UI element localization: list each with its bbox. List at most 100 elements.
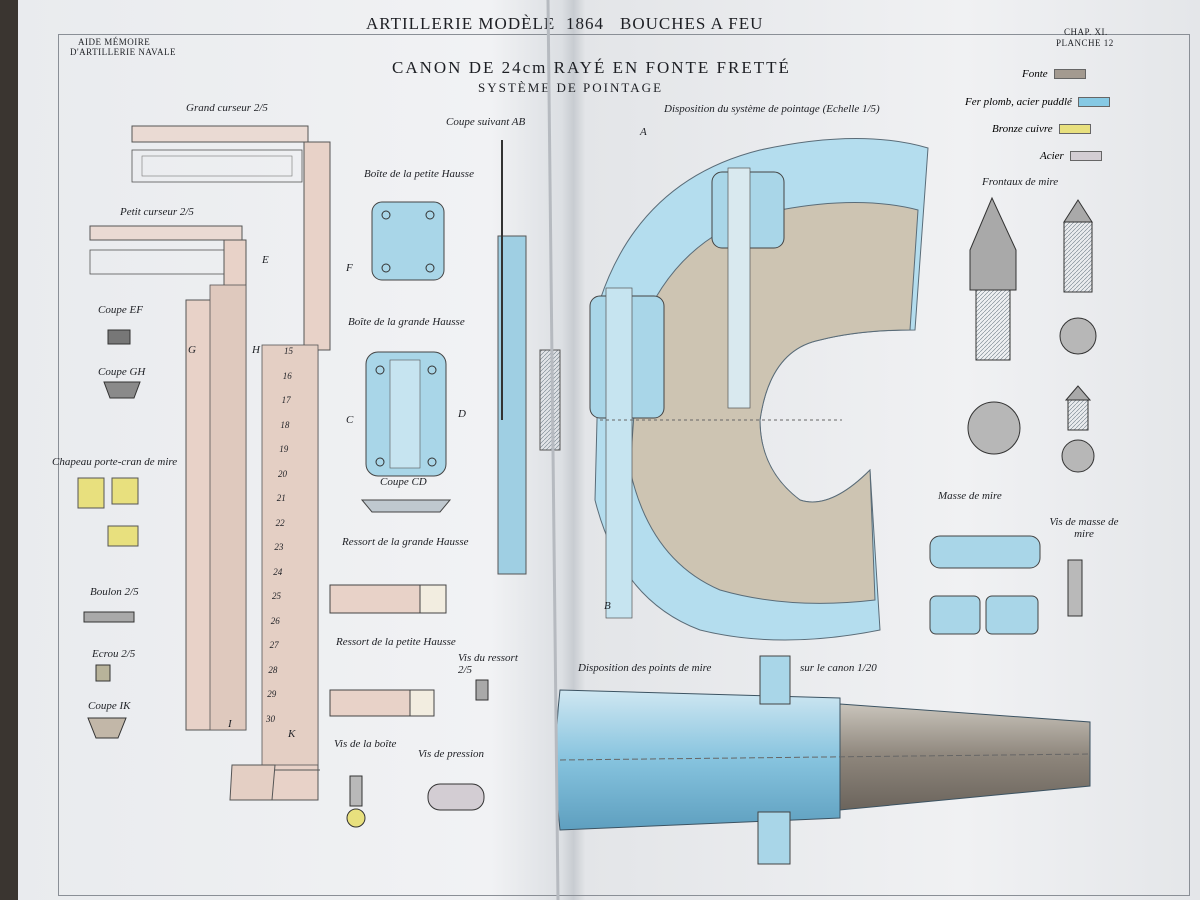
legend-acier: Acier: [1040, 150, 1102, 162]
label-coupe-ik: Coupe IK: [88, 700, 131, 712]
ecrou-part: [95, 664, 111, 682]
label-vis-boite: Vis de la boîte: [334, 738, 397, 750]
coupe-ab-drawing: [497, 140, 561, 575]
letter-f: F: [346, 262, 353, 274]
label-boulon: Boulon 2/5: [90, 586, 139, 598]
scale-number: 26: [270, 615, 280, 626]
scale-number: 25: [272, 591, 281, 601]
boulon-part: [83, 611, 135, 623]
drawing-title: CANON DE 24cm RAYÉ EN FONTE FRETTÉ: [392, 58, 791, 77]
scale-number: 20: [278, 468, 287, 479]
scale-number: 30: [266, 713, 275, 724]
scale-number: 18: [280, 419, 290, 430]
letter-g: G: [188, 344, 196, 356]
legend-fer: Fer plomb, acier puddlé: [965, 96, 1110, 108]
coupe-ef-section: [107, 329, 131, 345]
vis-masse-part: [1067, 559, 1083, 617]
scale-number: 16: [282, 370, 292, 381]
legend-swatch: [1058, 124, 1091, 134]
frontaux-drawing: [967, 196, 1097, 473]
label-coupe-cd: Coupe CD: [380, 476, 427, 488]
grand-curseur: [131, 125, 331, 801]
header-plate: PLANCHE 12: [1056, 38, 1114, 48]
binding-gutter: [546, 0, 560, 900]
label-petit-curseur: Petit curseur 2/5: [120, 206, 194, 218]
letter-i: I: [228, 718, 232, 730]
scale-number: 23: [274, 542, 284, 552]
legend-swatch: [1069, 151, 1102, 161]
label-chapeau: Chapeau porte-cran de mire: [52, 456, 178, 468]
scale-number: 15: [284, 346, 293, 356]
ressort-grande-end: [419, 584, 447, 614]
label-coupe-ef: Coupe EF: [98, 304, 143, 316]
boite-grande-hausse-drawing: [360, 351, 452, 513]
legend-label: Acier: [1040, 150, 1064, 162]
chapeau-part: [77, 477, 105, 509]
label-coupe-gh: Coupe GH: [98, 366, 146, 378]
letter-e: E: [262, 254, 269, 266]
label-boite-petite: Boîte de la petite Hausse: [364, 168, 474, 180]
scale-number: 17: [281, 395, 291, 405]
scale-number: 22: [275, 517, 285, 528]
ressort-petite-end: [409, 689, 435, 717]
masse-mire-elevation: [929, 535, 1041, 569]
legend-label: Fonte: [1022, 68, 1048, 80]
label-ecrou: Ecrou 2/5: [92, 648, 136, 660]
legend-bronze: Bronze cuivre: [992, 123, 1091, 135]
breech-view: [589, 138, 929, 641]
vis-boite-part: [346, 808, 366, 828]
letter-h: H: [252, 344, 260, 356]
scale-number: 19: [279, 444, 289, 454]
letter-b: B: [604, 600, 611, 612]
header-year: 1864: [566, 14, 604, 33]
chapeau-part-side: [111, 477, 139, 505]
petit-curseur: [89, 225, 247, 731]
label-boite-grande: Boîte de la grande Hausse: [348, 316, 465, 328]
label-sur-canon: sur le canon 1/20: [800, 662, 877, 674]
legend-label: Fer plomb, acier puddlé: [965, 96, 1072, 108]
header-title-left: ARTILLERIE MODÈLE: [366, 14, 556, 33]
boite-petite-hausse-drawing: [371, 201, 445, 281]
scale-number: 24: [273, 566, 283, 577]
header-chapter: CHAP. XI.: [1064, 27, 1108, 37]
vis-pression-part: [427, 783, 485, 811]
vis-boite-shank: [349, 775, 363, 807]
chapeau-part-plan: [107, 525, 139, 547]
label-vis-pression: Vis de pression: [418, 748, 484, 760]
header-title-right: BOUCHES A FEU: [620, 14, 764, 33]
label-frontaux: Frontaux de mire: [982, 176, 1059, 188]
ressort-grande-part: [329, 584, 421, 614]
legend-swatch: [1053, 69, 1086, 79]
header-aide-memoire: AIDE MÉMOIRE: [78, 37, 151, 47]
label-ressort-petite: Ressort de la petite Hausse: [336, 636, 456, 648]
label-coupe-ab: Coupe suivant AB: [446, 116, 526, 128]
vis-ressort-part: [475, 679, 489, 701]
label-points-mire: Disposition des points de mire: [578, 662, 712, 674]
label-vis-masse: Vis de masse de mire: [1049, 516, 1119, 540]
label-disposition-pointage: Disposition du système de pointage (Eche…: [664, 103, 880, 115]
masse-mire-plan-right: [985, 595, 1039, 635]
header-artillerie-navale: D'ARTILLERIE NAVALE: [70, 47, 176, 57]
legend-label: Bronze cuivre: [992, 123, 1053, 135]
drawing-subtitle: SYSTÈME DE POINTAGE: [478, 80, 664, 95]
label-masse: Masse de mire: [938, 490, 1002, 502]
letter-a: A: [640, 126, 647, 138]
legend-fonte: Fonte: [1022, 68, 1086, 80]
letter-c: C: [346, 414, 354, 426]
coupe-ik-section: [87, 717, 127, 739]
scale-number: 21: [276, 493, 286, 503]
ressort-petite-part: [329, 689, 411, 717]
plate-frame: [58, 34, 1190, 896]
scale-number: 27: [269, 640, 279, 650]
cannon-drawing: [555, 655, 1091, 865]
coupe-gh-section: [103, 381, 141, 399]
label-ressort-grande: Ressort de la grande Hausse: [342, 536, 469, 548]
label-vis-ressort: Vis du ressort 2/5: [458, 652, 518, 676]
masse-mire-plan-left: [929, 595, 981, 635]
legend-swatch: [1077, 97, 1110, 107]
scale-number: 28: [268, 664, 278, 675]
letter-d: D: [458, 408, 466, 420]
label-grand-curseur: Grand curseur 2/5: [186, 102, 268, 114]
scale-number: 29: [267, 689, 277, 699]
